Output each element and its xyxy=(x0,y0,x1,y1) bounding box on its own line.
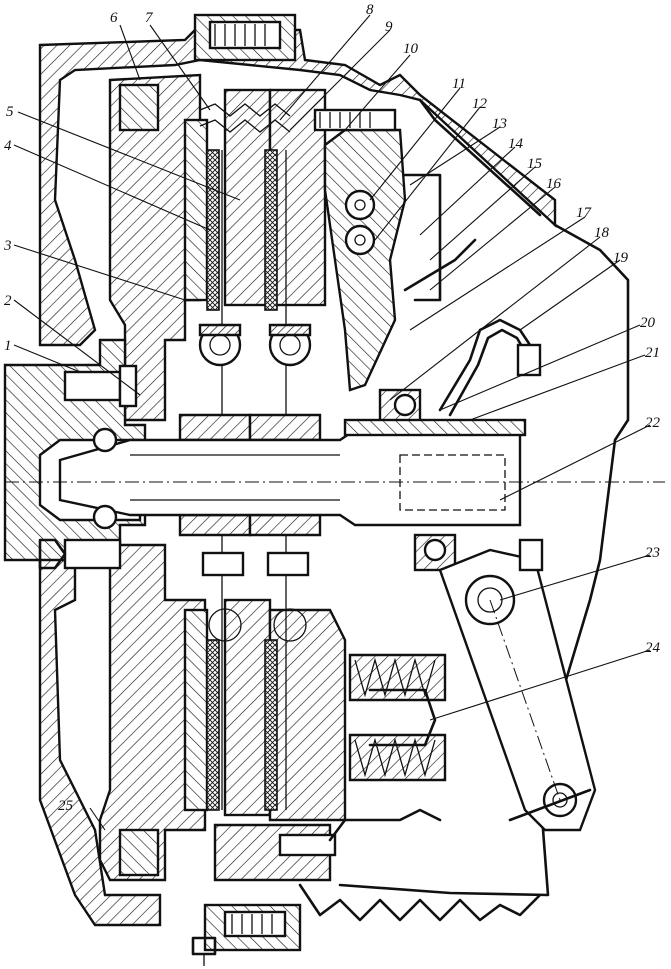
callout-11: 11 xyxy=(452,76,466,92)
clutch-housing xyxy=(38,13,630,966)
callout-16: 16 xyxy=(546,176,562,192)
callout-20: 20 xyxy=(640,315,656,331)
callout-9: 9 xyxy=(385,19,393,35)
callout-10: 10 xyxy=(403,41,419,57)
torsion-dampers xyxy=(198,323,312,642)
release-bearing xyxy=(343,318,542,572)
callout-25: 25 xyxy=(58,798,74,814)
callout-7: 7 xyxy=(145,10,154,26)
leader-lines xyxy=(13,14,651,831)
release-fork-lever xyxy=(438,538,597,832)
callout-15: 15 xyxy=(527,156,543,172)
callout-labels: 1 2 3 4 5 6 7 8 9 10 11 12 13 14 15 16 1… xyxy=(3,2,661,814)
callout-22: 22 xyxy=(645,415,661,431)
callout-5: 5 xyxy=(6,104,14,120)
callout-19: 19 xyxy=(613,250,629,266)
callout-21: 21 xyxy=(645,345,660,361)
cover-plate-bottom xyxy=(213,808,442,882)
release-lever-assembly xyxy=(199,103,477,392)
callout-18: 18 xyxy=(594,225,610,241)
callout-14: 14 xyxy=(508,136,524,152)
callout-4: 4 xyxy=(4,138,12,154)
callout-17: 17 xyxy=(576,205,593,221)
pressure-plates xyxy=(183,88,347,822)
callout-23: 23 xyxy=(645,545,660,561)
primary-shaft xyxy=(5,427,665,530)
pressure-springs xyxy=(348,653,447,782)
callout-24: 24 xyxy=(645,640,661,656)
callout-12: 12 xyxy=(472,96,488,112)
callout-2: 2 xyxy=(4,293,12,309)
flywheel xyxy=(98,73,207,882)
callout-6: 6 xyxy=(110,10,118,26)
callout-1: 1 xyxy=(4,338,12,354)
callout-13: 13 xyxy=(492,116,507,132)
callout-3: 3 xyxy=(3,238,12,254)
callout-8: 8 xyxy=(366,2,374,18)
